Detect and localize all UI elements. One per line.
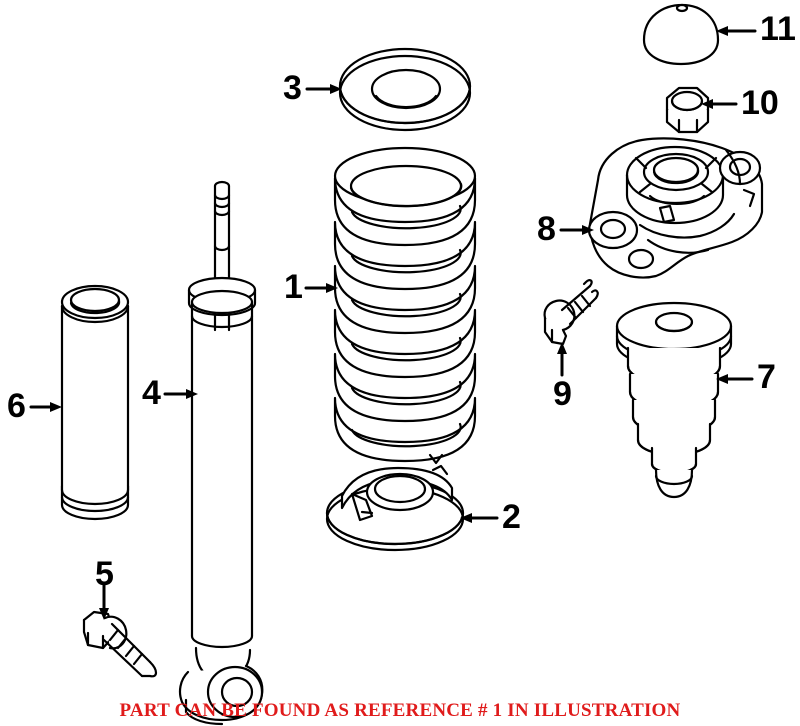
reference-footnote: PART CAN BE FOUND AS REFERENCE # 1 IN IL… (119, 700, 681, 721)
callout-number-2: 2 (502, 498, 521, 536)
callout-number-4: 4 (142, 374, 161, 412)
part-3-upper-spring-pad (338, 47, 472, 132)
callout-number-1: 1 (284, 268, 303, 306)
part-5-shock-lower-bolt (82, 610, 158, 678)
part-10-hex-nut (665, 86, 710, 134)
part-7-bump-stop (615, 301, 733, 499)
part-8-strut-mount-bracket (587, 137, 764, 279)
part-1-coil-spring (333, 146, 477, 465)
part-2-lower-spring-seat (325, 464, 465, 552)
callout-number-11: 11 (760, 10, 796, 48)
callout-number-7: 7 (757, 358, 776, 396)
callout-number-6: 6 (7, 387, 26, 425)
callout-leaders (29, 26, 757, 620)
callout-number-8: 8 (537, 210, 556, 248)
part-9-mount-stud-bolt (543, 279, 599, 346)
callout-number-9: 9 (553, 375, 572, 413)
part-6-dust-boot-tube (60, 284, 130, 521)
callout-number-3: 3 (283, 69, 302, 107)
part-4-shock-absorber (178, 180, 264, 726)
callout-number-5: 5 (95, 555, 114, 593)
callout-number-10: 10 (741, 84, 779, 122)
part-11-dome-cap (642, 3, 720, 66)
